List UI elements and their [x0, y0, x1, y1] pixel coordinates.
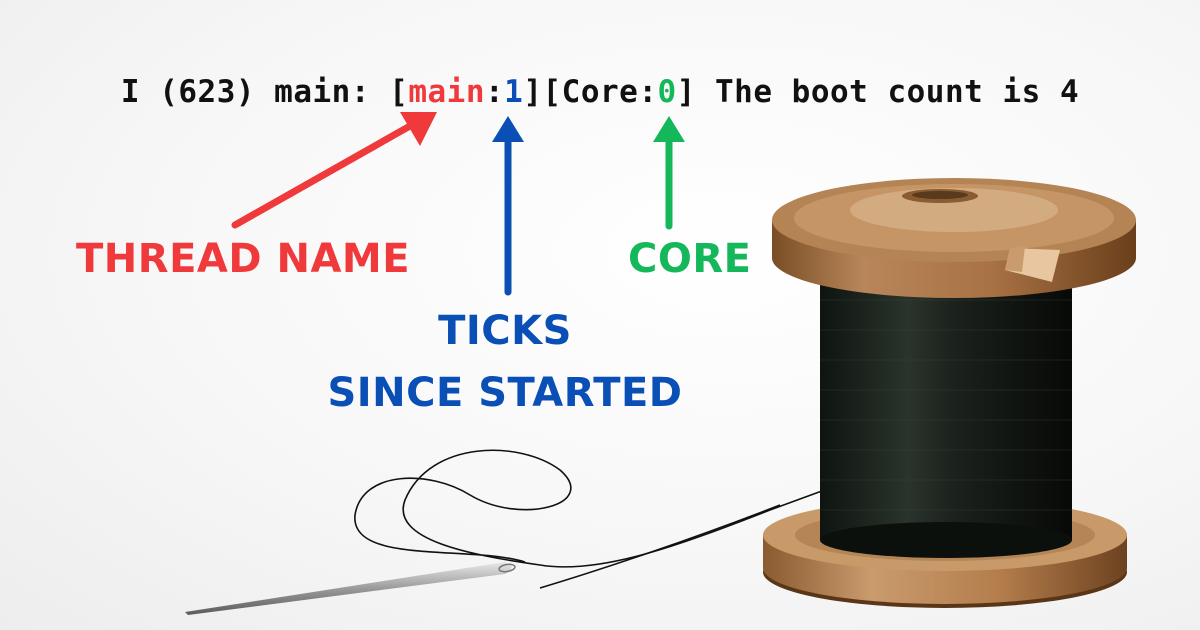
- log-thread-name: main: [408, 74, 485, 110]
- ticks-label-line2: SINCE STARTED: [327, 370, 683, 416]
- log-suffix: ] The boot count is 4: [676, 74, 1080, 110]
- loose-thread-tail: [539, 504, 781, 589]
- ticks-label: TICKS SINCE STARTED: [320, 300, 690, 424]
- thread-name-label: THREAD NAME: [76, 236, 411, 282]
- ticks-label-line1: TICKS: [438, 308, 572, 354]
- log-sep: :: [485, 74, 505, 110]
- core-arrow: [653, 116, 685, 230]
- log-prefix: I (623) main: [: [120, 74, 409, 110]
- loose-thread: [354, 449, 831, 568]
- log-core: 0: [657, 74, 677, 110]
- ticks-arrow: [492, 116, 524, 296]
- log-mid: ][Core:: [523, 74, 658, 110]
- log-ticks: 1: [504, 74, 524, 110]
- sewing-needle-icon: [185, 562, 516, 615]
- core-label: CORE: [628, 236, 752, 282]
- thread-name-arrow: [231, 112, 437, 229]
- log-line: I (623) main: [main:1][Core:0] The boot …: [0, 74, 1200, 110]
- thread-spool-icon: [763, 178, 1136, 608]
